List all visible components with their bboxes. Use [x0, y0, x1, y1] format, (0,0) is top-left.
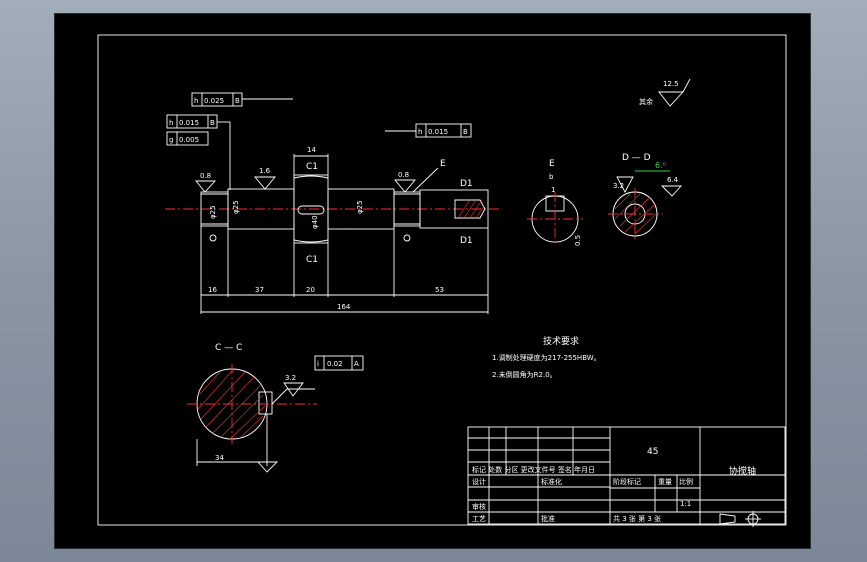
roughness-other: 其余 12.5 — [639, 78, 691, 107]
svg-text:0.005: 0.005 — [179, 136, 199, 144]
dimension-chain: 16 37 20 53 164 14 — [200, 146, 489, 314]
svg-text:阶段标记: 阶段标记 — [613, 477, 641, 486]
svg-text:1: 1 — [551, 186, 555, 194]
svg-text:b: b — [549, 173, 554, 181]
tolerance-box-3: g 0.005 — [166, 121, 231, 190]
material-label: 45 — [647, 447, 658, 457]
svg-text:3.2: 3.2 — [613, 182, 624, 190]
svg-text:审核: 审核 — [472, 502, 486, 511]
svg-text:C — C: C — C — [215, 343, 242, 353]
section-e-view: E b 1 0.5 — [527, 159, 583, 246]
svg-text:h: h — [194, 97, 198, 105]
section-cc-view: C — C 3.2 i 0.02 A 34 — [187, 343, 364, 473]
section-d1-top: D1 — [460, 179, 473, 189]
svg-text:14: 14 — [307, 146, 316, 154]
title-block: 45 协搅轴 标记 处数 分区 更改文件号 签名 年月日 设计 标准化 阶段标记… — [467, 426, 786, 527]
svg-text:标记 处数 分区 更改文件号 签名 年月日: 标记 处数 分区 更改文件号 签名 年月日 — [472, 465, 595, 474]
svg-text:i: i — [317, 360, 319, 368]
tolerance-box-2: h 0.015 B — [166, 114, 218, 129]
section-d1-bottom: D1 — [460, 236, 473, 246]
cad-drawing: φ25 φ25 φ40 φ25 C1 C1 D1 D1 E h 0.025 B … — [97, 34, 787, 527]
svg-text:1:1: 1:1 — [680, 500, 691, 508]
svg-text:B: B — [463, 128, 468, 136]
svg-text:0.8: 0.8 — [200, 172, 211, 180]
tolerance-box-4: h 0.015 B — [385, 123, 472, 138]
svg-text:37: 37 — [255, 286, 264, 294]
svg-text:6.⁰: 6.⁰ — [655, 161, 666, 170]
section-dd-view: D — D 6.⁰ 3.2 6.4 — [608, 153, 683, 242]
tech-requirements: 技术要求 1.调制处理硬度为217-255HBW。 2.未倒圆角为R2.0。 — [492, 335, 601, 379]
roughness-symbol-3: 0.8 — [394, 171, 416, 193]
diameter-label-3: φ40 — [311, 215, 319, 229]
section-c1-top: C1 — [306, 162, 318, 172]
svg-text:164: 164 — [337, 303, 351, 311]
svg-text:h: h — [418, 128, 422, 136]
svg-text:A: A — [354, 360, 359, 368]
svg-text:其余: 其余 — [639, 97, 653, 106]
svg-text:B: B — [210, 119, 215, 127]
svg-text:工艺: 工艺 — [472, 515, 486, 523]
svg-text:3.2: 3.2 — [285, 374, 296, 382]
svg-text:B: B — [235, 97, 240, 105]
svg-text:g: g — [169, 136, 173, 144]
roughness-symbol-2: 1.6 — [254, 167, 276, 190]
svg-text:标准化: 标准化 — [541, 477, 562, 486]
svg-text:0.02: 0.02 — [327, 360, 343, 368]
svg-text:重量: 重量 — [658, 478, 672, 486]
svg-text:34: 34 — [215, 454, 224, 462]
projection-cone-icon — [719, 513, 736, 525]
svg-text:0.015: 0.015 — [428, 128, 448, 136]
svg-text:技术要求: 技术要求 — [543, 335, 579, 347]
drawing-border — [97, 34, 787, 526]
svg-text:16: 16 — [208, 286, 217, 294]
svg-text:设计: 设计 — [472, 477, 486, 486]
svg-text:h: h — [169, 119, 173, 127]
diameter-label-1: φ25 — [232, 200, 240, 214]
svg-text:0.5: 0.5 — [574, 235, 582, 246]
shaft-main-view: φ25 φ25 φ40 φ25 — [165, 174, 500, 244]
svg-text:1.调制处理硬度为217-255HBW。: 1.调制处理硬度为217-255HBW。 — [492, 353, 601, 362]
svg-text:0.025: 0.025 — [204, 97, 224, 105]
svg-text:比例: 比例 — [679, 477, 693, 486]
svg-text:20: 20 — [306, 286, 315, 294]
svg-text:0.8: 0.8 — [398, 171, 409, 179]
diameter-label-4: φ25 — [209, 205, 217, 219]
svg-text:批准: 批准 — [541, 514, 555, 523]
svg-text:E: E — [549, 159, 555, 169]
svg-text:53: 53 — [435, 286, 444, 294]
part-name: 协搅轴 — [729, 465, 756, 477]
svg-text:D — D: D — D — [622, 153, 651, 163]
tolerance-box-1: h 0.025 B — [191, 92, 293, 107]
section-e-label: E — [440, 159, 446, 169]
svg-text:12.5: 12.5 — [663, 80, 679, 88]
svg-text:6.4: 6.4 — [667, 176, 679, 184]
svg-text:1.6: 1.6 — [259, 167, 271, 175]
diameter-label-2: φ25 — [356, 200, 364, 214]
svg-text:2.未倒圆角为R2.0。: 2.未倒圆角为R2.0。 — [492, 370, 557, 379]
svg-text:0.015: 0.015 — [179, 119, 199, 127]
svg-text:共 3 张 第 3 张: 共 3 张 第 3 张 — [613, 514, 661, 523]
roughness-symbol-1: 0.8 — [195, 172, 217, 193]
section-c1-bottom: C1 — [306, 255, 318, 265]
drawing-sheet — [55, 14, 810, 548]
